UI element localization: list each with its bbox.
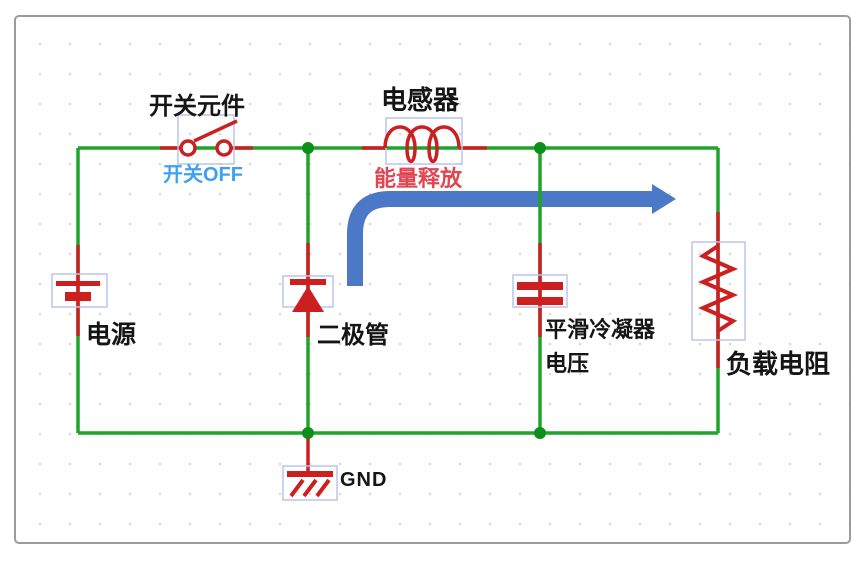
ground-selection-box — [282, 465, 338, 501]
current-flow-arrow-head — [652, 184, 676, 214]
ground-hatch-1 — [289, 478, 305, 498]
capacitor-plate-bottom — [517, 297, 563, 305]
capacitor-symbol — [512, 274, 568, 308]
diode-label: 二极管 — [317, 322, 389, 349]
switch-symbol — [177, 114, 238, 165]
inductor-symbol — [383, 117, 463, 165]
capacitor-selection-box — [512, 274, 568, 308]
switch-selection-box — [177, 114, 235, 165]
ground-label: GND — [340, 469, 388, 491]
resistor-selection-box — [691, 241, 746, 341]
ground-hatch-3 — [315, 478, 331, 498]
junction-bottom-capacitor — [534, 427, 546, 439]
capacitor-plate-top — [517, 282, 563, 290]
switch-element-label: 开关元件 — [149, 93, 245, 120]
switch-lever — [193, 119, 238, 143]
junction-top-diode — [302, 142, 314, 154]
load-resistor-label: 负载电阻 — [726, 349, 831, 379]
junction-bottom-ground — [302, 427, 314, 439]
junction-dots — [302, 142, 546, 439]
energy-release-label: 能量释放 — [374, 166, 463, 191]
inductor-label: 电感器 — [381, 85, 460, 115]
current-flow-arrow-shaft — [347, 191, 652, 286]
switch-contact-right — [215, 139, 233, 157]
current-flow-arrow — [347, 184, 676, 286]
capacitor-label-line1: 平滑冷凝器 — [545, 317, 656, 342]
capacitor-label: 平滑冷凝器 电压 — [545, 313, 655, 381]
inductor-coil — [383, 125, 461, 164]
capacitor-label-line2: 电压 — [545, 351, 590, 376]
resistor-symbol — [691, 241, 746, 341]
resistor-zigzag — [697, 244, 739, 333]
switch-state-label: 开关OFF — [163, 164, 243, 186]
inductor-selection-box — [385, 117, 463, 165]
battery-plate-short — [65, 292, 91, 301]
power-source-label: 电源 — [86, 321, 137, 349]
diode-triangle — [292, 286, 324, 312]
battery-selection-box — [51, 273, 108, 308]
switch-contact-left — [179, 139, 197, 157]
battery-symbol — [51, 273, 108, 308]
diode-symbol — [282, 275, 334, 312]
ground-symbol — [282, 465, 338, 501]
ground-hatch-2 — [302, 478, 318, 498]
battery-plate-long — [56, 281, 100, 286]
diode-cathode-bar — [290, 279, 326, 285]
ground-bar — [287, 471, 333, 477]
junction-top-capacitor — [534, 142, 546, 154]
